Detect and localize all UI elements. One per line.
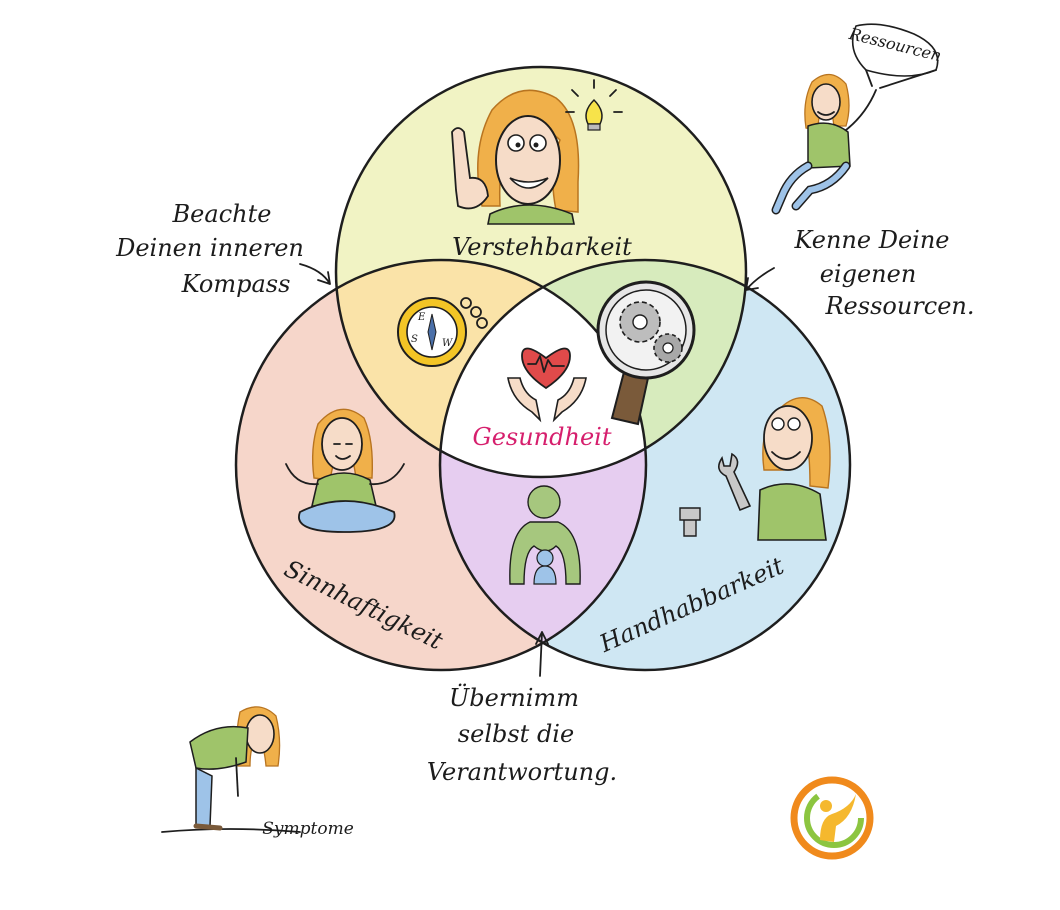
balloon-figure: Ressourcen (771, 23, 943, 215)
annotation-compass-line-1: Beachte (172, 200, 272, 228)
balloon-label: Ressourcen (846, 24, 943, 65)
svg-text:W: W (442, 338, 453, 349)
annotation-compass-line-3: Kompass (181, 270, 291, 298)
arrow-resources (745, 267, 775, 291)
arrow-responsibility (535, 631, 549, 677)
brand-logo (790, 776, 874, 860)
arrow-compass (299, 263, 331, 285)
meditating-woman-figure (285, 408, 405, 533)
wrench-woman-figure (679, 397, 831, 541)
compass-icon: S W E (397, 297, 488, 367)
annotation-responsibility-line-1: Übernimm (449, 683, 579, 712)
annotation-resources-line-1: Kenne Deine (793, 226, 949, 254)
svg-text:S: S (411, 334, 418, 345)
annotation-resources-line-3: Ressourcen. (824, 292, 974, 320)
tired-figure: Symptome (161, 706, 354, 839)
symptoms-label: Symptome (262, 819, 354, 839)
magnifier-gears-icon (596, 280, 696, 426)
annotation-responsibility-line-2: selbst die (458, 720, 574, 748)
svg-text:E: E (417, 312, 426, 323)
annotation-responsibility-line-3: Verantwortung. (427, 758, 617, 786)
annotation-compass-line-2: Deinen inneren (115, 234, 304, 262)
heart-hands-icon (507, 347, 587, 423)
embrace-icon (509, 485, 581, 585)
idea-woman-figure (451, 79, 623, 225)
label-verstehbarkeit: Verstehbarkeit (452, 233, 632, 261)
annotation-resources-line-2: eigenen (820, 260, 917, 288)
label-gesundheit: Gesundheit (473, 423, 612, 451)
